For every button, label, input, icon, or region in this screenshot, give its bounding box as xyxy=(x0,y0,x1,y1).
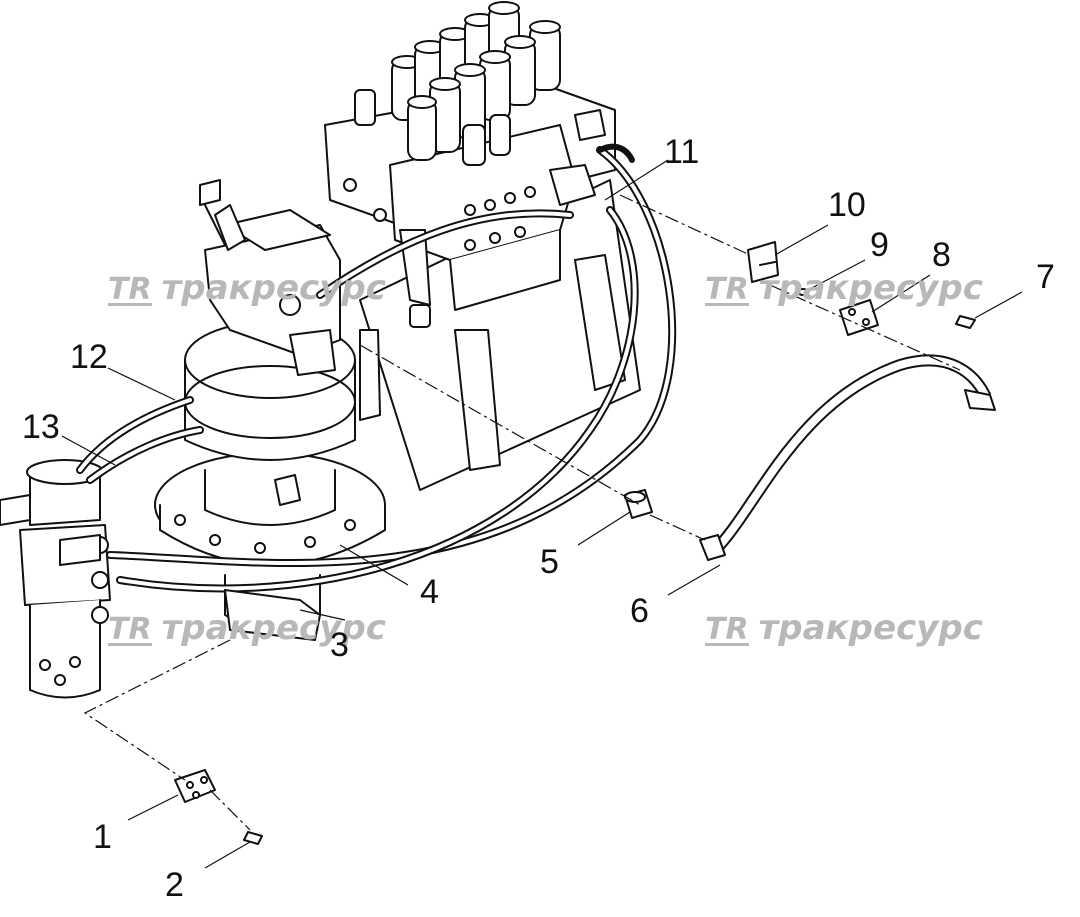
callout-9: 9 xyxy=(870,226,889,264)
callout-2: 2 xyxy=(165,866,184,904)
assembly-line xyxy=(769,284,961,371)
assembly-line xyxy=(83,639,231,781)
hose-fitting-end xyxy=(964,389,996,411)
leader-2 xyxy=(204,841,251,869)
callout-10: 10 xyxy=(828,186,866,224)
callout-5: 5 xyxy=(540,543,559,581)
watermark-logo: TR xyxy=(108,612,152,647)
callout-6: 6 xyxy=(630,592,649,630)
assembly-line xyxy=(619,194,751,256)
split-flange xyxy=(839,299,879,336)
hoses xyxy=(76,143,991,593)
leader-1 xyxy=(127,794,179,821)
bolt xyxy=(955,315,976,329)
hose-fitting xyxy=(699,534,726,561)
leader-11 xyxy=(604,159,669,201)
leader-10 xyxy=(774,224,829,256)
bolt-bottom xyxy=(243,831,263,845)
callout-1: 1 xyxy=(93,818,112,856)
callout-11: 11 xyxy=(664,133,700,171)
split-flange-bottom xyxy=(174,769,216,803)
leader-7 xyxy=(974,291,1023,319)
leader-4 xyxy=(339,544,409,586)
swivel-joint xyxy=(0,459,111,699)
callout-7: 7 xyxy=(1036,258,1055,296)
swing-motor xyxy=(154,179,386,629)
assembly-line xyxy=(649,514,706,541)
watermark-logo: TR xyxy=(705,272,749,307)
leader-8 xyxy=(871,274,931,313)
watermark-logo: TR xyxy=(108,272,152,307)
leader-13 xyxy=(61,435,116,466)
pinion-gear xyxy=(224,589,321,641)
leader-12 xyxy=(107,367,176,401)
callout-13: 13 xyxy=(22,408,60,446)
assembly-line xyxy=(359,344,641,506)
callout-8: 8 xyxy=(932,236,951,274)
leader-5 xyxy=(577,511,631,546)
o-ring xyxy=(797,288,809,296)
callout-4: 4 xyxy=(420,573,439,611)
support-frame xyxy=(359,179,641,491)
assembly-line xyxy=(209,789,251,831)
flange-block xyxy=(747,241,779,283)
watermark-logo: TR xyxy=(705,612,749,647)
leader-9 xyxy=(807,259,866,291)
leader-6 xyxy=(667,564,721,596)
leader-3 xyxy=(299,609,346,621)
control-valve xyxy=(324,1,616,328)
callout-12: 12 xyxy=(70,338,108,376)
callout-3: 3 xyxy=(330,626,349,664)
